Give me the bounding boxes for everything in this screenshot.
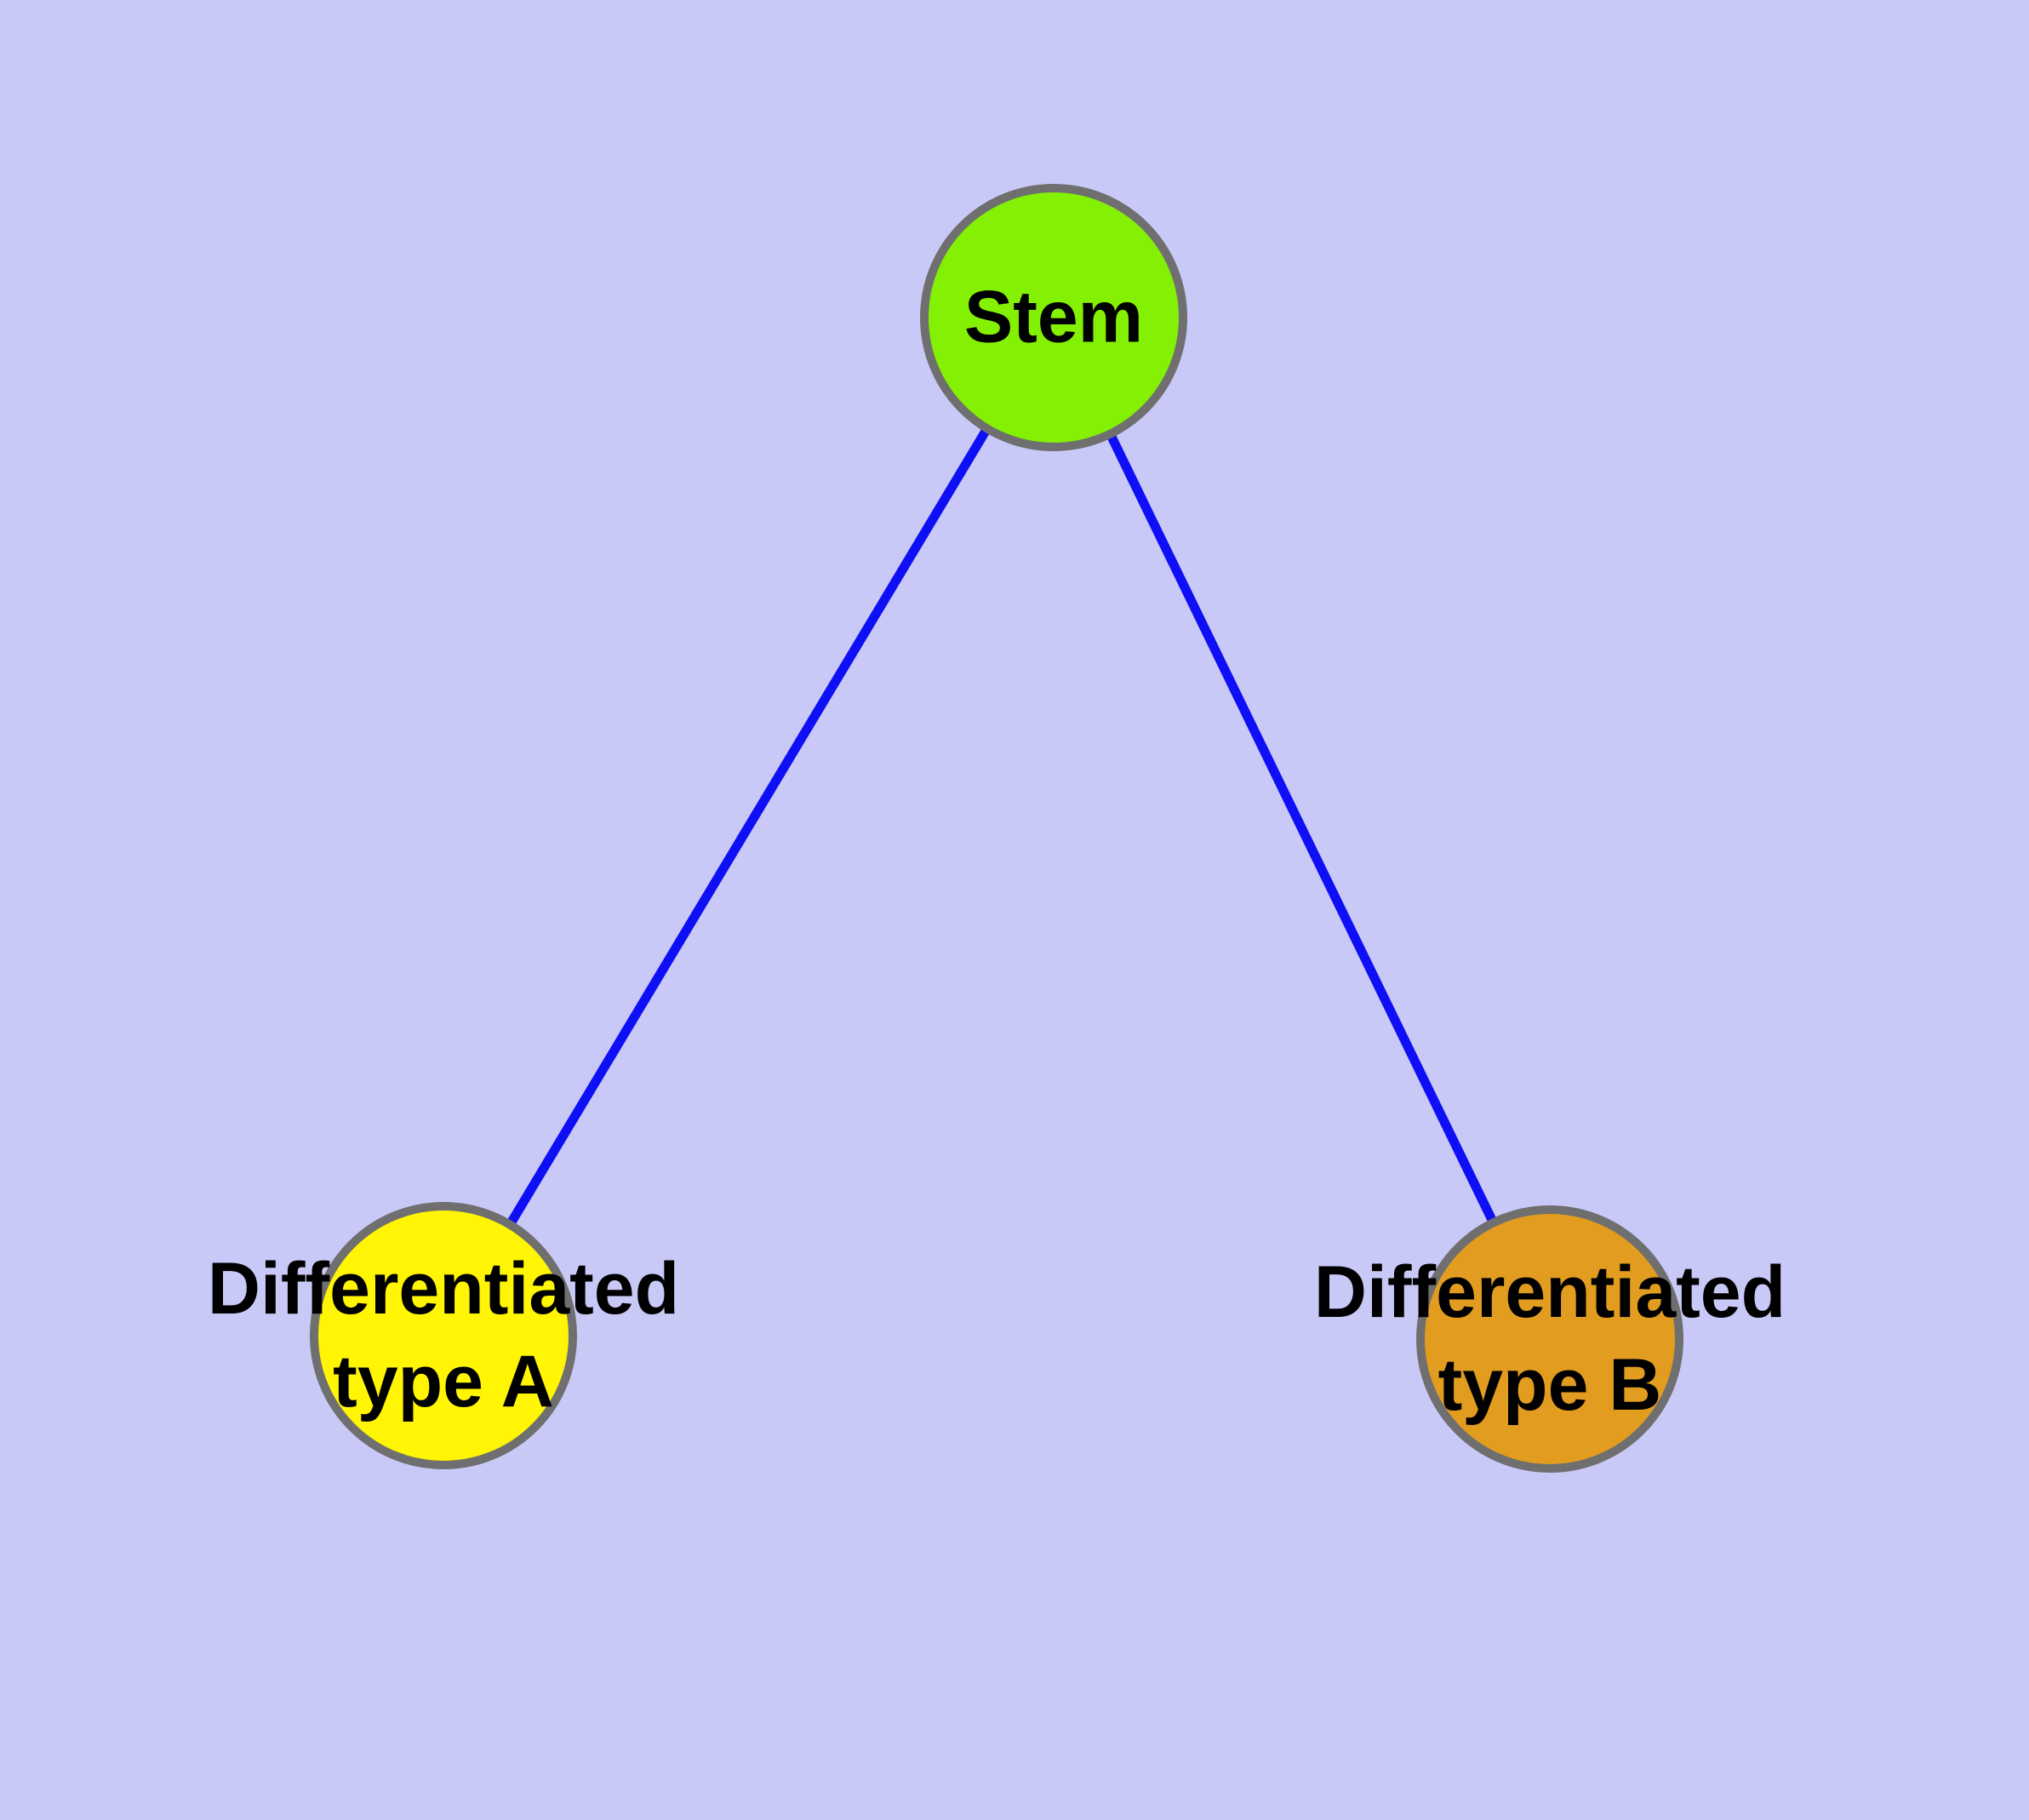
node-stem-circle [920, 184, 1187, 451]
node-label-type-b: Differentiated type B [1314, 1246, 1786, 1432]
node-type-b-circle [1416, 1205, 1683, 1473]
node-type-a-circle [310, 1202, 577, 1469]
node-label-type-b-line2: type B [1437, 1344, 1662, 1426]
node-label-stem-text: Stem [963, 276, 1144, 358]
node-label-type-a-line1: Differentiated [207, 1248, 680, 1330]
edge-stem-to-type-a [506, 426, 992, 1228]
node-label-stem: Stem [964, 272, 1143, 364]
edge-stem-to-type-b [1106, 432, 1498, 1225]
node-label-type-a: Differentiated type A [208, 1243, 679, 1428]
node-label-type-b-line1: Differentiated [1313, 1251, 1786, 1333]
node-label-type-a-line2: type A [333, 1341, 554, 1422]
